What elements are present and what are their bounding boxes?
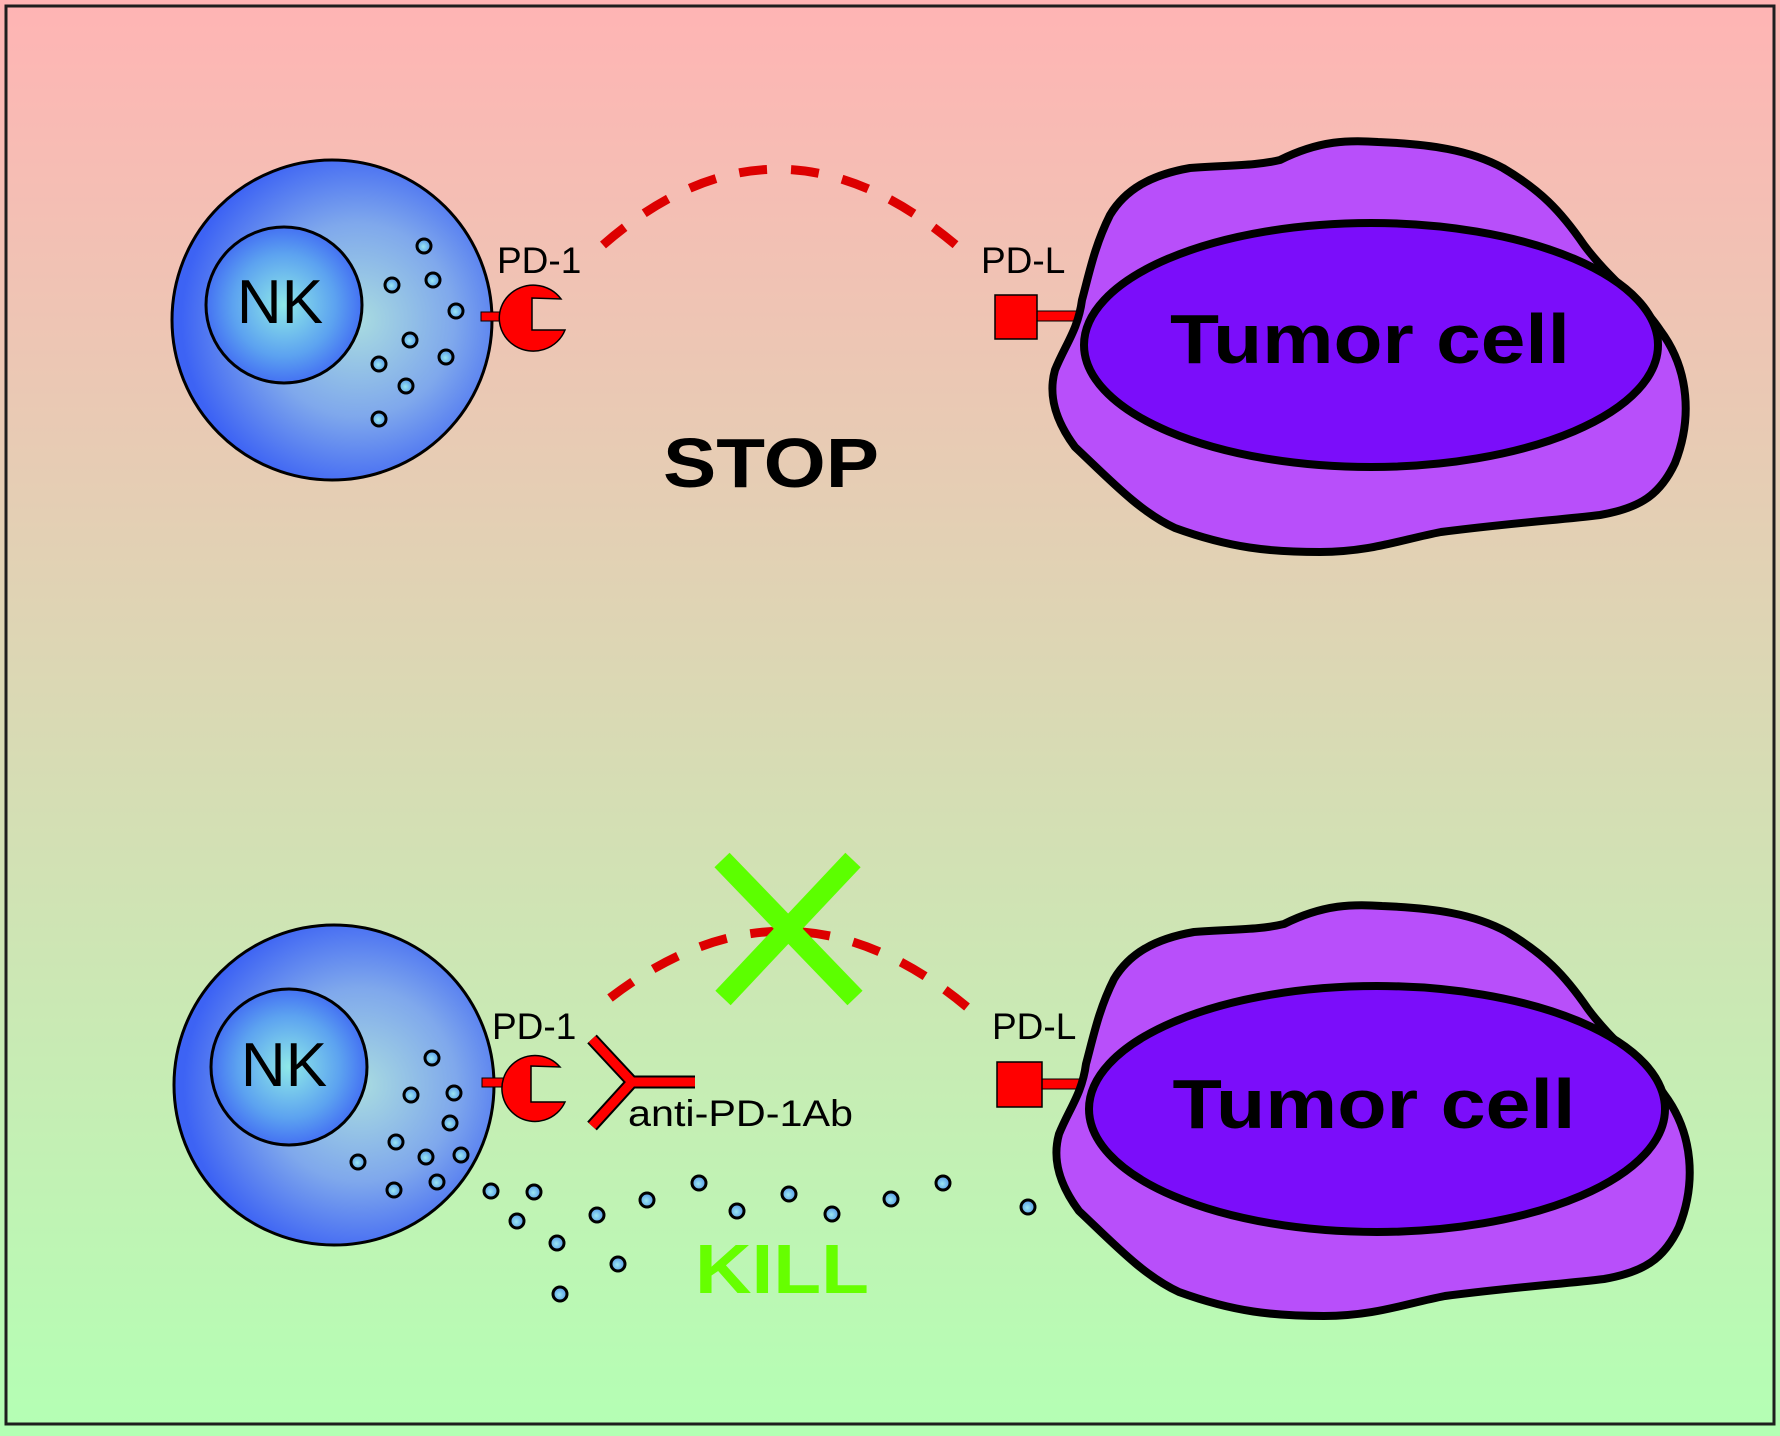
granule [882, 1190, 900, 1208]
panel-bottom: NK PD-1 anti-PD-1Ab PD-L [172, 852, 1694, 1320]
pdl-label: PD-L [981, 240, 1065, 281]
granule [525, 1183, 543, 1201]
granule [551, 1285, 569, 1303]
granules-released [482, 1174, 1037, 1303]
nk-cell: NK [172, 923, 496, 1247]
pd1-receptor-icon [480, 284, 567, 352]
granule [402, 1086, 420, 1104]
nk-label: NK [241, 1031, 327, 1100]
granule [397, 377, 415, 395]
nk-nucleus [204, 225, 364, 385]
granule [447, 302, 465, 320]
block-x-icon [714, 852, 863, 1006]
granule [588, 1206, 606, 1224]
granule [441, 1114, 459, 1132]
nk-cell: NK [170, 158, 494, 482]
outcome-stop-label: STOP [663, 424, 879, 502]
frame-border [4, 4, 1776, 1426]
granule [548, 1234, 566, 1252]
interaction-line [600, 164, 967, 256]
granule [370, 355, 388, 373]
pd1-label: PD-1 [492, 1006, 576, 1047]
granule [349, 1153, 367, 1171]
granule [482, 1182, 500, 1200]
granule [428, 1173, 446, 1191]
granule [445, 1084, 463, 1102]
pd1-label: PD-1 [497, 240, 581, 281]
granule [417, 1148, 435, 1166]
granules-inside [349, 1049, 470, 1199]
tumor-nucleus [1080, 219, 1662, 471]
outcome-kill-label: KILL [695, 1230, 869, 1308]
granule [370, 410, 388, 428]
tumor-nucleus [1085, 982, 1669, 1236]
antibody-label: anti-PD-1Ab [628, 1093, 853, 1134]
nk-label: NK [237, 268, 323, 337]
pdl-label: PD-L [992, 1006, 1076, 1047]
tumor-cell: Tumor cell [1048, 137, 1690, 556]
granule [423, 1049, 441, 1067]
pdl-ligand-icon [996, 1061, 1087, 1108]
granule [508, 1212, 526, 1230]
granule [1019, 1198, 1037, 1216]
granule [387, 1133, 405, 1151]
granule [385, 1181, 403, 1199]
granule [415, 237, 433, 255]
granules-inside [370, 237, 465, 428]
nk-nucleus [209, 987, 369, 1147]
granule [780, 1185, 798, 1203]
panel-top: NK PD-1 PD-L Tumor cell STOP [170, 137, 1690, 556]
tumor-label: Tumor cell [1173, 1065, 1576, 1143]
interaction-line-blocked [607, 926, 970, 1011]
granule [823, 1205, 841, 1223]
granule [452, 1146, 470, 1164]
granule [401, 331, 419, 349]
tumor-label: Tumor cell [1170, 300, 1570, 378]
granule [437, 348, 455, 366]
granule [638, 1191, 656, 1209]
granule [383, 276, 401, 294]
granule [934, 1174, 952, 1192]
granule [728, 1202, 746, 1220]
tumor-cell: Tumor cell [1052, 901, 1694, 1320]
pdl-ligand-icon [994, 294, 1084, 340]
antibody-icon [587, 1034, 695, 1131]
granule [424, 271, 442, 289]
granule [609, 1255, 627, 1273]
granule [690, 1174, 708, 1192]
pd1-receptor-icon [481, 1054, 567, 1123]
